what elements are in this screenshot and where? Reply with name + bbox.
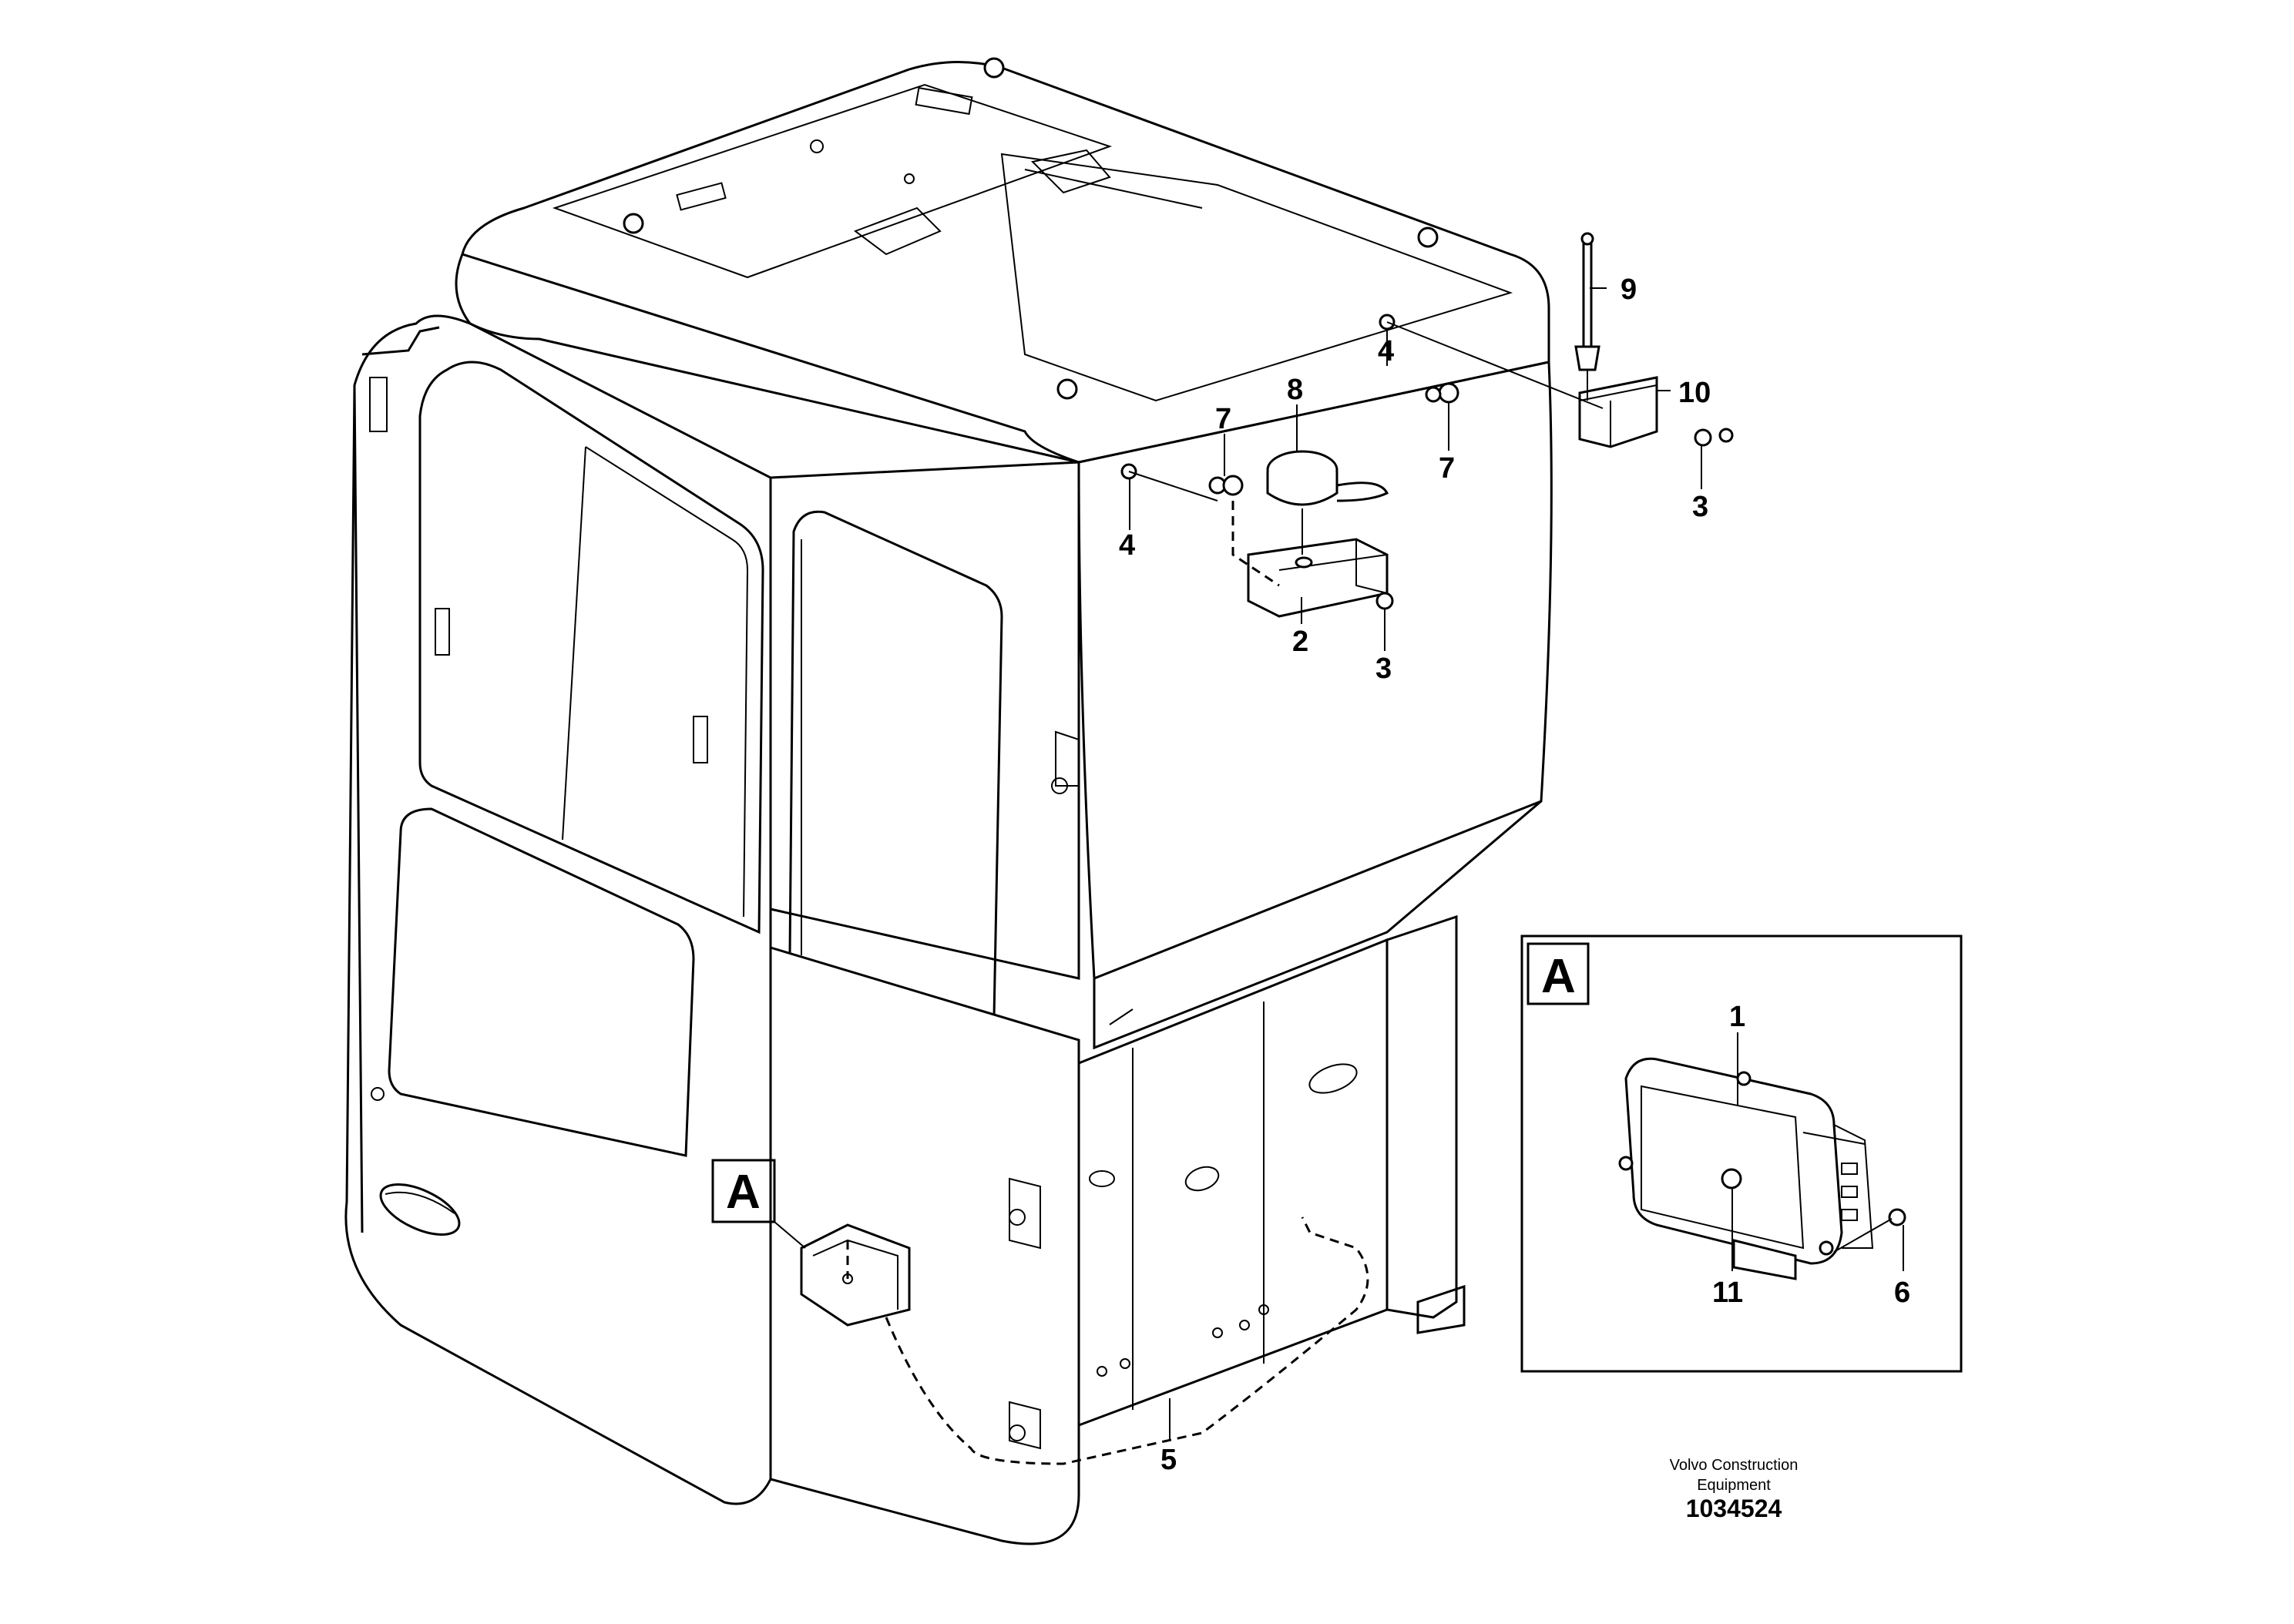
whip-antenna-9 (1574, 232, 1600, 401)
control-unit-on-door (800, 1223, 911, 1327)
company-name-line2: Equipment (1697, 1477, 1771, 1494)
callout-7-left: 7 (1215, 403, 1231, 435)
callout-labels: 9 10 8 7 4 7 4 2 3 3 5 1 11 6 A A (726, 273, 1910, 1476)
document-number: 1034524 (1685, 1495, 1782, 1522)
gps-antenna-8 (1266, 450, 1389, 555)
callout-4-left: 4 (1119, 529, 1135, 562)
callout-4-right: 4 (1378, 335, 1394, 367)
callout-10: 10 (1678, 377, 1711, 409)
callout-9: 9 (1621, 273, 1637, 306)
detail-a-inset (1520, 934, 1963, 1373)
detail-a-label-inset: A (1541, 950, 1576, 1003)
leader-lines (1129, 287, 1904, 1441)
callout-3-upper: 3 (1692, 491, 1708, 523)
antenna-bracket-10 (1578, 376, 1658, 448)
cab-body (344, 57, 1553, 1545)
company-name-line1: Volvo Construction (1669, 1457, 1799, 1474)
callout-2: 2 (1292, 626, 1308, 658)
callout-6: 6 (1894, 1277, 1910, 1309)
bracket-cable (1231, 501, 1280, 587)
callout-5: 5 (1160, 1444, 1177, 1476)
callout-1: 1 (1729, 1001, 1745, 1033)
cable-harness-5 (885, 1216, 1369, 1465)
callout-11: 11 (1712, 1277, 1743, 1309)
callout-7-right: 7 (1439, 452, 1455, 485)
detail-a-marker-box (711, 1159, 776, 1223)
callout-8: 8 (1287, 374, 1303, 406)
fastener-set (1120, 314, 1734, 610)
detail-a-label-main: A (726, 1166, 761, 1219)
callout-3-lower: 3 (1375, 653, 1392, 685)
